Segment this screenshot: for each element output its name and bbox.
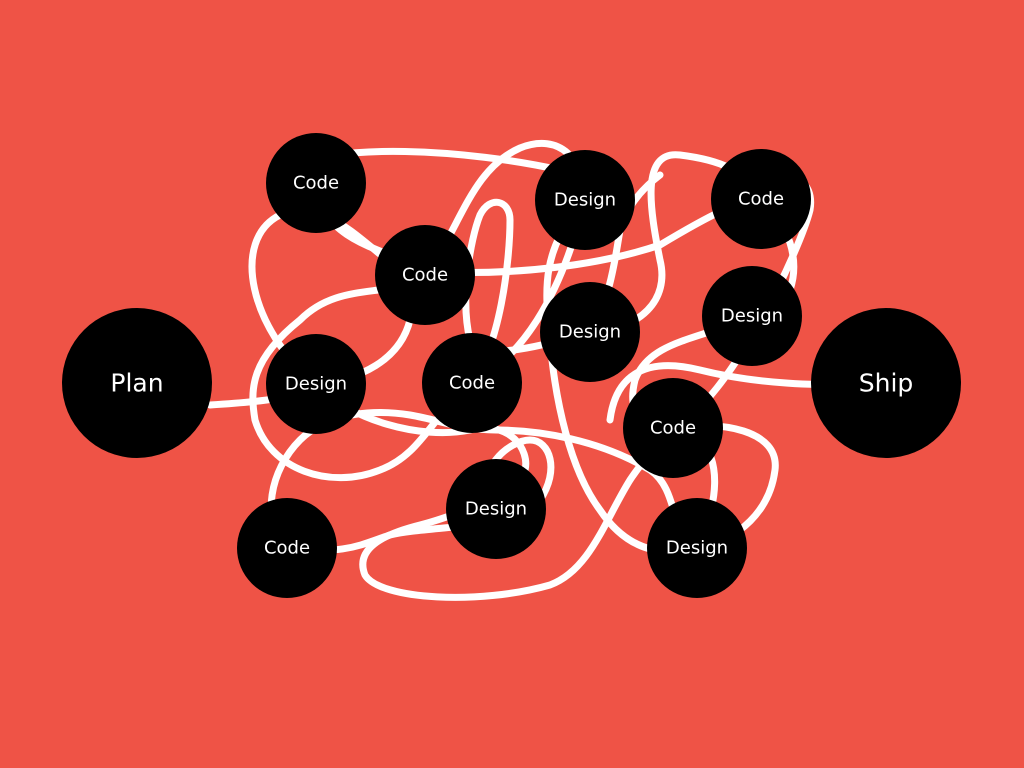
node-label: Code (449, 373, 495, 394)
node-design: Design (647, 498, 747, 598)
node-circle (422, 333, 522, 433)
node-label: Code (293, 173, 339, 194)
node-code: Code (422, 333, 522, 433)
connector-line (248, 206, 394, 388)
node-label: Design (721, 306, 783, 327)
node-label: Design (559, 322, 621, 343)
node-label: Design (285, 374, 347, 395)
node-circle (375, 225, 475, 325)
node-circle (266, 334, 366, 434)
node-design: Design (446, 459, 546, 559)
node-label: Code (402, 265, 448, 286)
node-label: Ship (859, 369, 914, 398)
node-label: Code (738, 189, 784, 210)
node-label: Design (554, 190, 616, 211)
node-circle (540, 282, 640, 382)
node-design: Design (540, 282, 640, 382)
node-ship: Ship (811, 308, 961, 458)
node-label: Design (465, 499, 527, 520)
node-code: Code (623, 378, 723, 478)
node-code: Code (237, 498, 337, 598)
node-label: Design (666, 538, 728, 559)
node-code: Code (266, 133, 366, 233)
node-design: Design (266, 334, 366, 434)
node-design: Design (535, 150, 635, 250)
connector-line (249, 271, 474, 482)
node-code: Code (375, 225, 475, 325)
node-circle (535, 150, 635, 250)
node-circle (623, 378, 723, 478)
node-label: Plan (110, 369, 163, 398)
node-design: Design (702, 266, 802, 366)
node-circle (237, 498, 337, 598)
node-circle (702, 266, 802, 366)
node-circle (446, 459, 546, 559)
node-circle (711, 149, 811, 249)
connector-line (312, 179, 766, 277)
node-circle (62, 308, 212, 458)
node-circle (266, 133, 366, 233)
node-label: Code (264, 538, 310, 559)
node-plan: Plan (62, 308, 212, 458)
node-circle (811, 308, 961, 458)
node-code: Code (711, 149, 811, 249)
node-label: Code (650, 418, 696, 439)
connector-line (543, 196, 701, 556)
node-circle (647, 498, 747, 598)
